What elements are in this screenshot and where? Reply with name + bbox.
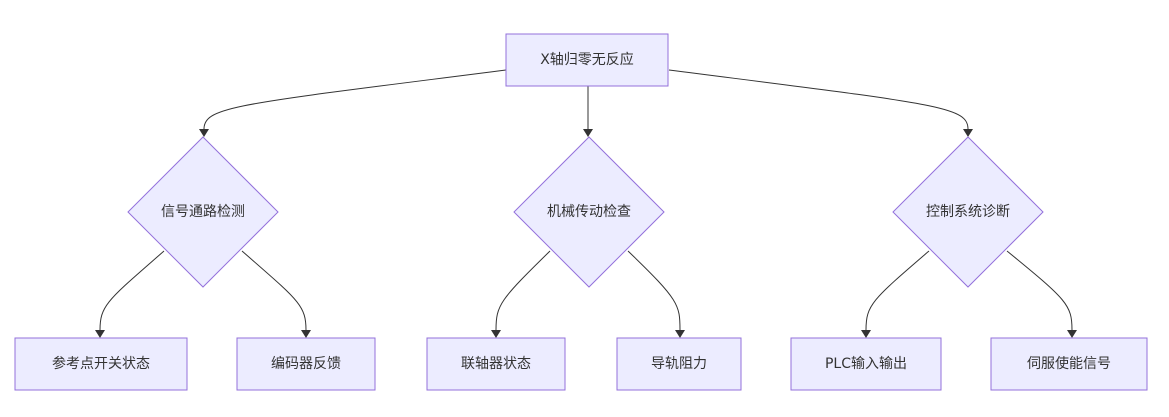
edge-signal-enc	[241, 250, 311, 338]
edge-root-ctrl	[668, 69, 973, 137]
edge-root-mech	[583, 86, 593, 137]
edge-root-signal	[199, 69, 507, 137]
node-ref: 参考点开关状态	[14, 337, 188, 391]
node-label: PLC输入输出	[825, 356, 907, 372]
node-label: 控制系统诊断	[926, 204, 1010, 220]
node-label: 编码器反馈	[271, 356, 341, 372]
process-box	[505, 33, 669, 87]
node-label: 联轴器状态	[461, 356, 531, 372]
edges-layer	[95, 69, 1077, 338]
edge-line	[203, 69, 507, 130]
arrowhead-icon	[301, 330, 311, 338]
edge-mech-coup	[491, 250, 551, 338]
edge-ctrl-servo	[1006, 250, 1077, 338]
process-box	[14, 337, 188, 391]
node-ctrl: 控制系统诊断	[892, 136, 1044, 288]
node-root: X轴归零无反应	[505, 33, 669, 87]
node-coup: 联轴器状态	[426, 337, 566, 391]
edge-line	[99, 250, 165, 331]
node-enc: 编码器反馈	[236, 337, 376, 391]
node-label: 参考点开关状态	[52, 355, 150, 372]
arrowhead-icon	[861, 330, 871, 338]
node-signal: 信号通路检测	[127, 136, 279, 288]
edge-line	[241, 250, 307, 331]
edge-line	[668, 69, 969, 130]
node-label: 信号通路检测	[161, 204, 245, 220]
process-box	[236, 337, 376, 391]
node-rail: 导轨阻力	[616, 337, 742, 391]
decision-diamond	[513, 136, 665, 288]
edge-line	[495, 250, 551, 331]
arrowhead-icon	[1067, 330, 1077, 338]
edge-line	[1006, 250, 1073, 331]
process-box	[616, 337, 742, 391]
edge-ctrl-plc	[861, 250, 930, 338]
arrowhead-icon	[675, 330, 685, 338]
decision-diamond	[127, 136, 279, 288]
arrowhead-icon	[95, 330, 105, 338]
arrowhead-icon	[491, 330, 501, 338]
edge-line	[865, 250, 930, 331]
node-mech: 机械传动检查	[513, 136, 665, 288]
edge-line	[627, 250, 681, 331]
node-label: X轴归零无反应	[540, 51, 634, 68]
process-box	[990, 337, 1148, 391]
process-box	[790, 337, 942, 391]
process-box	[426, 337, 566, 391]
arrowhead-icon	[199, 129, 209, 137]
node-label: 伺服使能信号	[1027, 355, 1111, 372]
edge-signal-ref	[95, 250, 165, 338]
node-label: 导轨阻力	[651, 356, 707, 372]
node-plc: PLC输入输出	[790, 337, 942, 391]
edge-mech-rail	[627, 250, 685, 338]
node-servo: 伺服使能信号	[990, 337, 1148, 391]
arrowhead-icon	[583, 129, 593, 137]
decision-diamond	[892, 136, 1044, 288]
arrowhead-icon	[963, 129, 973, 137]
node-label: 机械传动检查	[547, 204, 631, 220]
